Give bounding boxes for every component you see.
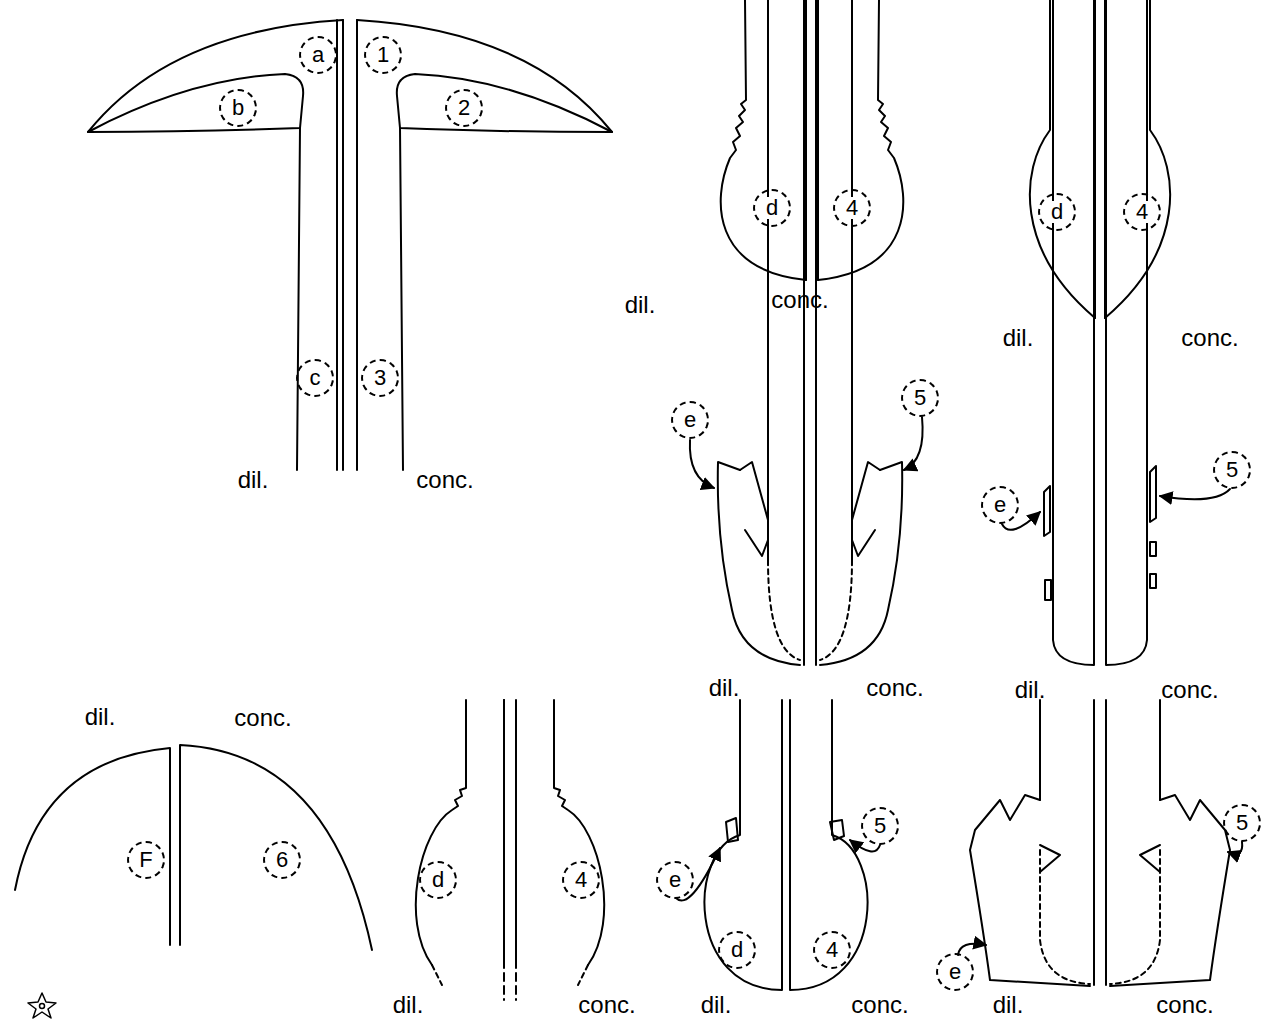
callout-letter: 4 bbox=[844, 197, 860, 219]
callout-circle: 5 bbox=[861, 807, 899, 845]
callout-circle: d bbox=[1038, 193, 1076, 231]
side-label: dil. bbox=[238, 468, 269, 492]
root-tip-figure bbox=[721, 0, 904, 280]
callout-circle: F bbox=[127, 841, 165, 879]
callout-letter: 3 bbox=[372, 367, 388, 389]
callout-letter: a bbox=[310, 44, 326, 66]
callout-letter: d bbox=[764, 197, 780, 219]
side-label: conc. bbox=[866, 676, 923, 700]
callout-letter: 5 bbox=[1234, 812, 1250, 834]
side-label: conc. bbox=[416, 468, 473, 492]
callout-circle: a bbox=[299, 36, 337, 74]
callout-circle: 4 bbox=[833, 189, 871, 227]
callout-circle: 4 bbox=[562, 861, 600, 899]
callout-circle: 3 bbox=[361, 359, 399, 397]
callout-letter: 5 bbox=[912, 387, 928, 409]
callout-circle: e bbox=[671, 401, 709, 439]
callout-circle: 2 bbox=[445, 89, 483, 127]
root-swelling-figure bbox=[676, 700, 880, 990]
root-cap-figure bbox=[690, 0, 923, 665]
callout-circle: 5 bbox=[901, 379, 939, 417]
side-label: dil. bbox=[709, 676, 740, 700]
callout-letter: d bbox=[430, 869, 446, 891]
callout-circle: d bbox=[419, 861, 457, 899]
callout-circle: d bbox=[718, 931, 756, 969]
callout-circle: b bbox=[219, 89, 257, 127]
callout-circle: e bbox=[936, 953, 974, 991]
side-label: conc. bbox=[771, 288, 828, 312]
callout-letter: 1 bbox=[375, 44, 391, 66]
callout-letter: c bbox=[308, 367, 323, 389]
callout-letter: d bbox=[1049, 201, 1065, 223]
side-label: dil. bbox=[701, 993, 732, 1017]
side-label: dil. bbox=[393, 993, 424, 1017]
callout-letter: 5 bbox=[1224, 459, 1240, 481]
callout-circle: d bbox=[753, 189, 791, 227]
callout-letter: e bbox=[992, 494, 1008, 516]
root-swelling-figure bbox=[416, 700, 604, 1000]
side-label: conc. bbox=[1161, 678, 1218, 702]
side-label: conc. bbox=[851, 993, 908, 1017]
star-mark bbox=[28, 993, 56, 1018]
side-label: conc. bbox=[1156, 993, 1213, 1017]
callout-letter: e bbox=[682, 409, 698, 431]
side-label: dil. bbox=[1015, 678, 1046, 702]
side-label: dil. bbox=[1003, 326, 1034, 350]
callout-circle: 5 bbox=[1223, 804, 1261, 842]
callout-letter: b bbox=[230, 97, 246, 119]
side-label: dil. bbox=[993, 993, 1024, 1017]
callout-letter: 4 bbox=[1134, 201, 1150, 223]
callout-circle: 4 bbox=[1123, 193, 1161, 231]
callout-letter: 6 bbox=[274, 849, 290, 871]
callout-circle: 1 bbox=[364, 36, 402, 74]
callout-circle: 6 bbox=[263, 841, 301, 879]
side-label: conc. bbox=[1181, 326, 1238, 350]
callout-circle: 5 bbox=[1213, 451, 1251, 489]
side-label: conc. bbox=[234, 706, 291, 730]
root-cap-figure bbox=[958, 700, 1242, 986]
callout-letter: 4 bbox=[573, 869, 589, 891]
callout-letter: d bbox=[729, 939, 745, 961]
callout-letter: F bbox=[137, 849, 154, 871]
callout-letter: e bbox=[667, 869, 683, 891]
side-label: conc. bbox=[578, 993, 635, 1017]
side-label: dil. bbox=[625, 293, 656, 317]
root-tip-figure bbox=[1030, 0, 1170, 318]
callout-circle: e bbox=[981, 486, 1019, 524]
callout-letter: e bbox=[947, 961, 963, 983]
side-label: dil. bbox=[85, 705, 116, 729]
callout-circle: c bbox=[296, 359, 334, 397]
callout-letter: 2 bbox=[456, 97, 472, 119]
callout-letter: 5 bbox=[872, 815, 888, 837]
callout-letter: 4 bbox=[824, 939, 840, 961]
dome-figure bbox=[15, 745, 372, 950]
cap-figure bbox=[88, 20, 612, 470]
callout-circle: 4 bbox=[813, 931, 851, 969]
callout-circle: e bbox=[656, 861, 694, 899]
